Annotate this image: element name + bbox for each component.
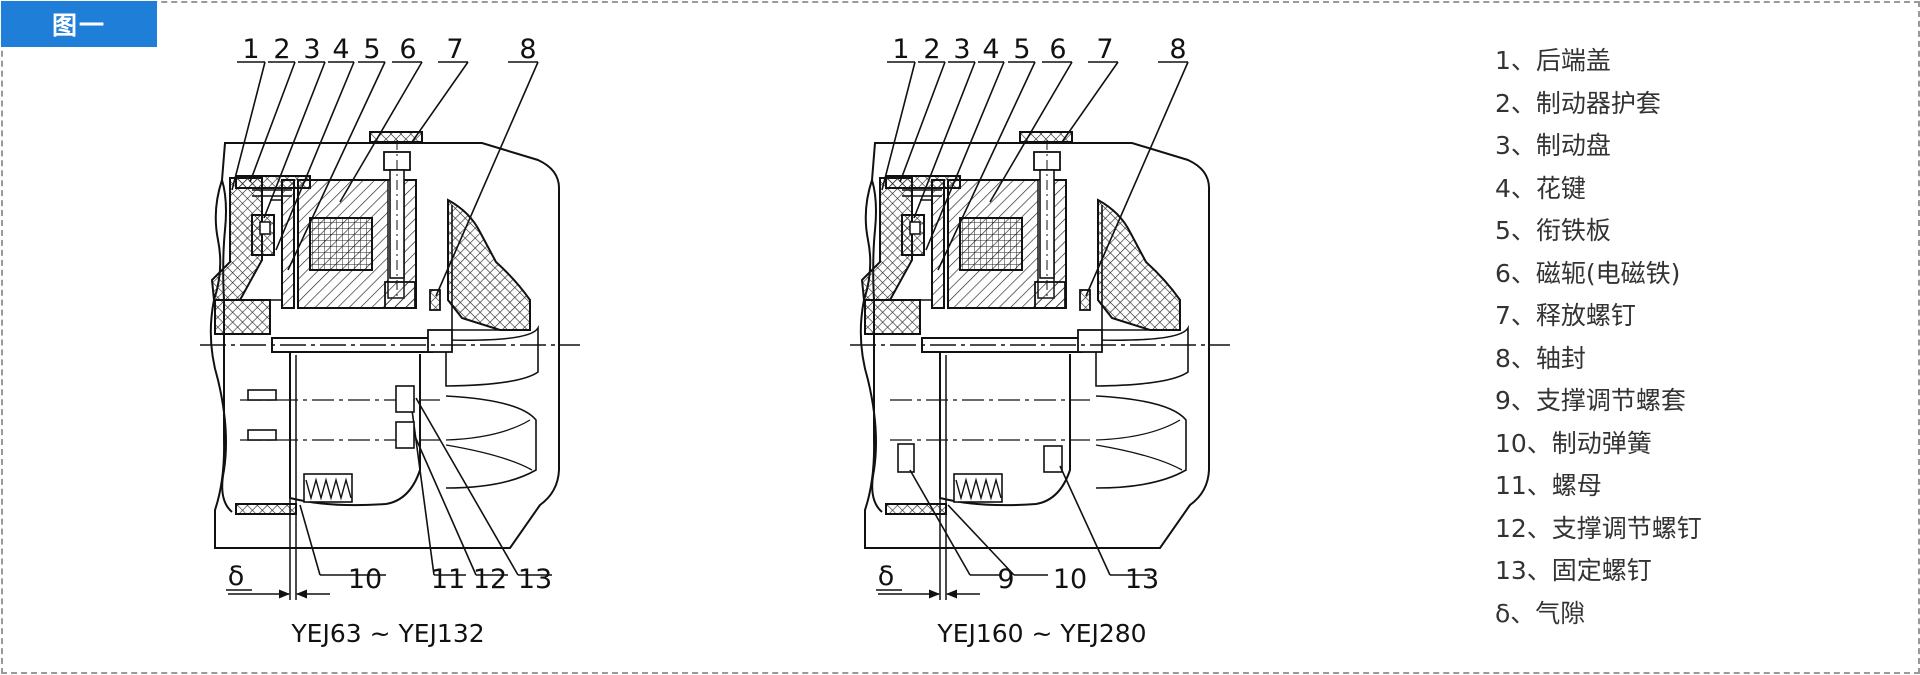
- legend-item: 1、后端盖: [1495, 46, 1611, 75]
- callout-13: 13: [518, 564, 552, 595]
- model-caption-left: YEJ63 ~ YEJ132: [290, 619, 484, 648]
- callout-9: 9: [997, 564, 1014, 595]
- legend-item: 7、释放螺钉: [1495, 301, 1636, 330]
- legend-item: 11、螺母: [1495, 471, 1602, 500]
- callout-7: 7: [446, 34, 463, 65]
- callout-10: 10: [1053, 564, 1087, 595]
- air-gap-label: δ: [878, 561, 895, 592]
- callout-8: 8: [1169, 34, 1186, 65]
- callout-2: 2: [273, 34, 290, 65]
- legend-item: 5、衔铁板: [1495, 216, 1611, 245]
- callout-8: 8: [519, 34, 536, 65]
- model-caption-right: YEJ160 ~ YEJ280: [936, 619, 1146, 648]
- callout-10: 10: [348, 564, 382, 595]
- callout-7: 7: [1096, 34, 1113, 65]
- legend-item: δ、气隙: [1495, 598, 1586, 628]
- diagram-left: 1 2 3 4 5 6 7 8 10 11 12 13 δ YEJ63 ~ YE…: [200, 34, 580, 648]
- legend-item: 2、制动器护套: [1495, 88, 1661, 118]
- legend-item: 4、花键: [1495, 173, 1586, 203]
- callout-12: 12: [473, 564, 507, 595]
- callout-6: 6: [1049, 34, 1066, 65]
- callout-4: 4: [982, 34, 999, 65]
- legend-item: 10、制动弹簧: [1495, 428, 1652, 458]
- diagram-right: 1 2 3 4 5 6 7 8 9 10 13 δ YEJ160 ~ YEJ28…: [850, 34, 1230, 648]
- legend-item: 13、固定螺钉: [1495, 556, 1652, 585]
- callout-5: 5: [1013, 34, 1030, 65]
- figure-tab[interactable]: 图一: [1, 1, 157, 47]
- callout-13: 13: [1125, 564, 1159, 595]
- callout-5: 5: [363, 34, 380, 65]
- parts-legend: 1、后端盖 2、制动器护套 3、制动盘 4、花键 5、衔铁板 6、磁轭(电磁铁)…: [1495, 40, 1702, 635]
- callout-1: 1: [892, 34, 909, 65]
- callout-4: 4: [332, 34, 349, 65]
- legend-item: 8、轴封: [1495, 343, 1586, 373]
- legend-item: 3、制动盘: [1495, 131, 1611, 160]
- callout-1: 1: [242, 34, 259, 65]
- callout-6: 6: [399, 34, 416, 65]
- legend-item: 9、支撑调节螺套: [1495, 386, 1686, 415]
- callout-2: 2: [923, 34, 940, 65]
- legend-item: 6、磁轭(电磁铁): [1495, 258, 1681, 288]
- callout-3: 3: [303, 34, 320, 65]
- callout-11: 11: [431, 564, 465, 595]
- air-gap-label: δ: [228, 561, 245, 592]
- legend-item: 12、支撑调节螺钉: [1495, 513, 1702, 543]
- callout-3: 3: [953, 34, 970, 65]
